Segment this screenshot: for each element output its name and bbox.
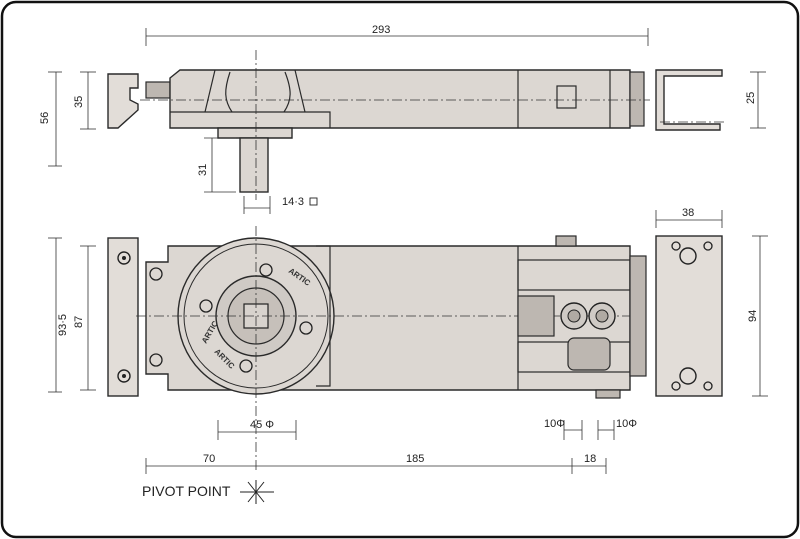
dimension-spindle-square: 14·3 [243, 196, 318, 214]
dimension-plate-width: 38 [655, 207, 723, 228]
pivot-point-icon [240, 480, 274, 504]
right-mounting-plate [655, 235, 723, 397]
plan-view: ARTIC ARTIC ARTIC [136, 226, 647, 470]
dim-87: 87 [73, 316, 85, 328]
dimension-overall-length: 293 [145, 24, 649, 46]
dim-14-3: 14·3 [282, 196, 304, 208]
side-cap-right [655, 69, 723, 131]
dim-94: 94 [747, 310, 759, 322]
dim-25: 25 [745, 92, 757, 104]
dimension-hole-diameters: 10Φ 10Φ [544, 418, 637, 440]
side-body [169, 69, 631, 129]
dim-38: 38 [682, 207, 694, 219]
side-bracket-left [107, 73, 139, 129]
dim-10-left: 10Φ [544, 418, 565, 430]
dimension-bottom-chain: 70 185 18 [145, 453, 607, 474]
dim-35: 35 [73, 96, 85, 108]
dim-293: 293 [372, 24, 390, 36]
spindle [239, 137, 269, 193]
dim-45: 45 Φ [250, 419, 274, 431]
dim-56: 56 [39, 112, 51, 124]
dimension-pivot-diameter: 45 Φ [217, 419, 297, 440]
dim-18: 18 [584, 453, 596, 465]
dim-185: 185 [406, 453, 424, 465]
dimension-plan-widths: 93·5 87 [48, 237, 96, 393]
square-symbol-icon [309, 197, 318, 206]
dimension-side-cap: 25 [745, 71, 766, 129]
dim-93-5: 93·5 [57, 314, 69, 336]
pivot-point-label: PIVOT POINT [142, 483, 231, 499]
dimension-side-heights: 56 35 [39, 71, 96, 167]
side-end-cap [629, 71, 645, 127]
dim-31: 31 [197, 164, 209, 176]
dim-10-right: 10Φ [616, 418, 637, 430]
left-mounting-plate [107, 237, 139, 397]
dimension-spindle-length: 31 [197, 137, 236, 193]
side-end-tab [145, 81, 171, 99]
dim-70: 70 [203, 453, 215, 465]
dimension-right-plate-height: 94 [747, 235, 768, 397]
side-view [140, 50, 650, 200]
